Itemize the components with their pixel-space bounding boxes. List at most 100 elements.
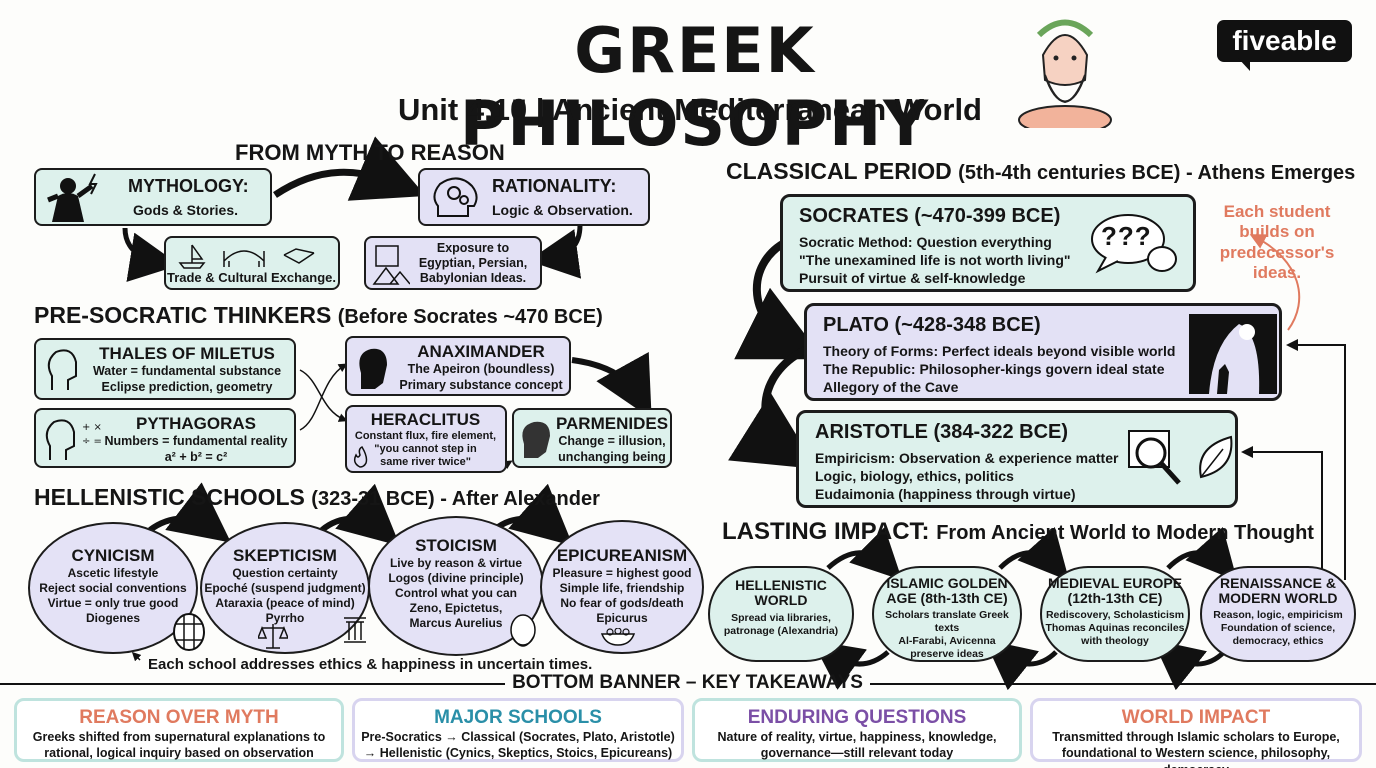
pythagoras-heading: PYTHAGORAS <box>136 414 256 433</box>
takeaway-3-line-2: governance—still relevant today <box>760 746 954 761</box>
scales-icon <box>258 624 288 649</box>
anaximander-heading: ANAXIMANDER <box>417 342 545 361</box>
hellenistic-heading: HELLENISTIC SCHOOLS <box>34 484 305 510</box>
arrow-skepticism-to-stoicism <box>320 483 401 546</box>
impact-hellenistic-line-1: Spread via libraries, <box>731 611 831 624</box>
epicureanism-line-3: No fear of gods/death <box>560 596 684 610</box>
student-note: Each student builds on predecessor's ide… <box>1212 202 1342 284</box>
parmenides-heading: PARMENIDES <box>555 414 669 433</box>
impact-islamic-heading-2: AGE (8th-13th CE) <box>886 590 1008 607</box>
heraclitus-line-1: Constant flux, fire element, <box>354 430 497 442</box>
exposure-line-2: Egyptian, Persian, <box>418 256 528 270</box>
impact-medieval-line-1: Rediscovery, Scholasticism <box>1045 608 1185 621</box>
impact-renaissance-heading-2: MODERN WORLD <box>1218 590 1338 607</box>
takeaway-3-line-1: Nature of reality, virtue, happiness, kn… <box>717 730 997 744</box>
thales-line-1: Water = fundamental substance <box>92 364 282 378</box>
impact-renaissance-line-3: democracy, ethics <box>1232 635 1324 648</box>
classical-title: CLASSICAL PERIOD (5th-4th centuries BCE)… <box>726 158 1355 185</box>
arrow-hellenistic-to-islamic <box>826 527 903 581</box>
impact-medieval-heading-2: (12th-13th CE) <box>1067 590 1163 607</box>
impact-medieval-line-3: with theology <box>1081 635 1149 648</box>
impact-renaissance-heading-1: RENAISSANCE & <box>1220 575 1336 591</box>
arrow-renaissance-to-aristotle <box>1241 446 1323 570</box>
epicureanism-line-4: Epicurus <box>596 611 648 625</box>
pythagoras-line-1: Numbers = fundamental reality <box>104 434 288 448</box>
epicureanism-heading: EPICUREANISM <box>556 546 688 565</box>
anaximander-line-2: Primary substance concept <box>399 378 563 392</box>
svg-text:+ ×: + × <box>82 422 102 433</box>
impact-renaissance-line-1: Reason, logic, empiricism <box>1213 608 1343 621</box>
takeaway-enduring-questions: ENDURING QUESTIONS Nature of reality, vi… <box>692 698 1022 762</box>
parmenides-line-1: Change = illusion, <box>558 434 666 448</box>
fiveable-logo[interactable]: fiveable <box>1217 20 1352 62</box>
cynicism-line-3: Virtue = only true good <box>47 596 179 610</box>
arrow-islamic-to-medieval <box>998 526 1070 581</box>
plato-heading: PLATO (~428-348 BCE) <box>823 314 1041 336</box>
mythology-card: MYTHOLOGY: Gods & Stories. <box>34 168 272 226</box>
barrel-icon <box>173 613 205 651</box>
exposure-line-3: Babylonian Ideas. <box>419 271 527 285</box>
takeaway-2-line-1: Pre-Socratics → Classical (Socrates, Pla… <box>361 730 675 744</box>
page-subtitle: Unit 4.10 | Ancient Mediterranean World <box>397 92 982 127</box>
takeaway-reason-over-myth: REASON OVER MYTH Greeks shifted from sup… <box>14 698 344 762</box>
trade-card: Trade & Cultural Exchange. <box>164 236 340 290</box>
arrow-anaximander-to-parmenides <box>571 351 652 419</box>
plato-card: PLATO (~428-348 BCE) Theory of Forms: Pe… <box>804 303 1282 401</box>
epicureanism-line-1: Pleasure = highest good <box>552 566 692 580</box>
plato-line-1: Theory of Forms: Perfect ideals beyond v… <box>823 343 1176 359</box>
thales-line-2: Eclipse prediction, geometry <box>101 380 273 394</box>
impact-medieval-line-2: Thomas Aquinas reconciles <box>1045 621 1185 634</box>
fruit-bowl-icon <box>600 628 636 646</box>
epicureanism-line-2: Simple life, friendship <box>559 581 685 595</box>
thales-head-icon <box>47 349 77 390</box>
cynicism-line-2: Reject social conventions <box>39 581 187 595</box>
heraclitus-line-3: same river twice" <box>380 456 471 468</box>
cynicism-heading: CYNICISM <box>71 546 155 565</box>
leaf-icon <box>1199 435 1233 479</box>
hellenistic-title: HELLENISTIC SCHOOLS (323-31 BCE) - After… <box>34 484 600 511</box>
page-title: GREEK PHILOSOPHY <box>460 14 930 160</box>
arrow-crossover-2 <box>299 363 348 431</box>
mythology-heading: MYTHOLOGY: <box>128 176 249 196</box>
scroll-pyramid-icon <box>372 245 410 285</box>
impact-hellenistic-world: HELLENISTIC WORLD Spread via libraries, … <box>708 566 854 662</box>
impact-title: LASTING IMPACT: From Ancient World to Mo… <box>722 518 1314 546</box>
philosopher-bust-icon <box>1018 19 1112 128</box>
takeaway-4-heading: WORLD IMPACT <box>1121 707 1271 728</box>
socrates-line-3: Pursuit of virtue & self-knowledge <box>799 270 1026 286</box>
impact-renaissance-line-2: Foundation of science, <box>1220 621 1336 634</box>
impact-hellenistic-line-2: patronage (Alexandria) <box>723 624 839 637</box>
parmenides-head-icon <box>522 421 550 458</box>
socrates-card: SOCRATES (~470-399 BCE) Socratic Method:… <box>780 194 1196 292</box>
aristotle-line-2: Logic, biology, ethics, politics <box>815 468 1014 484</box>
speech-bubble-icon <box>1091 214 1177 274</box>
impact-heading: LASTING IMPACT: <box>722 518 930 545</box>
arrow-islamic-to-hellenistic <box>811 640 890 690</box>
stoicism-line-2: Logos (divine principle) <box>388 571 524 585</box>
takeaway-2-line-2: → Hellenistic (Cynics, Skeptics, Stoics,… <box>363 746 673 761</box>
aristotle-card: ARISTOTLE (384-322 BCE) Empiricism: Obse… <box>796 410 1238 508</box>
aristotle-line-1: Empiricism: Observation & experience mat… <box>815 450 1119 466</box>
arrow-plato-to-aristotle <box>728 346 818 470</box>
stoicism-line-1: Live by reason & virtue <box>389 556 523 570</box>
impact-renaissance-modern: RENAISSANCE & MODERN WORLD Reason, logic… <box>1200 566 1356 662</box>
stoicism-line-3: Control what you can <box>394 586 517 600</box>
student-note-line-3: predecessor's <box>1219 242 1335 262</box>
socrates-heading: SOCRATES (~470-399 BCE) <box>799 205 1061 227</box>
impact-islamic-golden-age: ISLAMIC GOLDEN AGE (8th-13th CE) Scholar… <box>872 566 1022 662</box>
hellenistic-subheading: (323-31 BCE) - After Alexander <box>311 488 600 510</box>
arrow-hellenistic-note <box>131 651 142 662</box>
socrates-line-2: "The unexamined life is not worth living… <box>799 252 1071 268</box>
presocratic-heading: PRE-SOCRATIC THINKERS <box>34 302 332 328</box>
heraclitus-heading: HERACLITUS <box>370 410 481 429</box>
student-note-line-2: builds on <box>1239 222 1315 242</box>
takeaway-3-heading: ENDURING QUESTIONS <box>747 707 967 728</box>
parmenides-line-2: unchanging being <box>558 450 666 464</box>
takeaway-major-schools: MAJOR SCHOOLS Pre-Socratics → Classical … <box>352 698 684 762</box>
arrow-cynicism-to-skepticism <box>148 482 232 543</box>
cave-icon <box>1189 314 1277 394</box>
skepticism-line-3: Ataraxia (peace of mind) <box>215 596 355 610</box>
skepticism-line-2: Epoché (suspend judgment) <box>204 581 366 595</box>
impact-islamic-line-2: Al-Farabi, Avicenna <box>898 635 996 648</box>
